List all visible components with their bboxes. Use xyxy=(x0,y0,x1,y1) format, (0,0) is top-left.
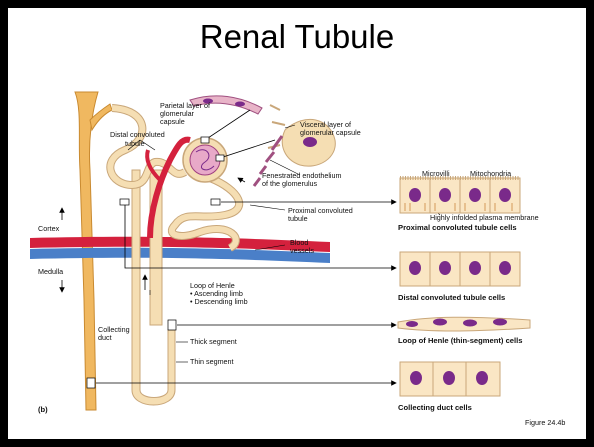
panel-letter: (b) xyxy=(38,405,48,414)
label-proximal-2: tubule xyxy=(288,214,308,223)
nucleus xyxy=(499,188,511,202)
nucleus xyxy=(409,261,421,275)
figure-reference: Figure 24.4b xyxy=(525,418,565,427)
proximal-cells-panel xyxy=(400,178,520,213)
nucleus xyxy=(493,319,507,326)
sample-box-collecting xyxy=(87,378,95,388)
nucleus xyxy=(409,188,421,202)
nucleus xyxy=(410,371,422,385)
label-collecting-2: duct xyxy=(98,333,112,342)
connector-line xyxy=(205,110,250,140)
nucleus xyxy=(469,261,481,275)
caption-proximal: Proximal convoluted tubule cells xyxy=(398,223,517,232)
nucleus xyxy=(463,320,477,327)
loop-cells-panel xyxy=(398,317,530,331)
vein xyxy=(30,248,330,263)
sample-box-proximal xyxy=(211,199,220,205)
distal-cells-panel xyxy=(400,252,520,286)
nucleus xyxy=(469,188,481,202)
nucleus xyxy=(433,319,447,326)
flow-arrow xyxy=(238,178,245,182)
caption-collecting: Collecting duct cells xyxy=(398,403,472,412)
collecting-cells-panel xyxy=(400,362,500,396)
label-thin: Thin segment xyxy=(190,357,234,366)
connector-line xyxy=(220,140,275,158)
glomerulus xyxy=(190,145,220,175)
label-microvilli: Microvilli xyxy=(422,169,450,178)
label-fenestrated-2: of the glomerulus xyxy=(262,179,318,188)
label-distal-1: Distal convoluted xyxy=(110,130,165,139)
label-blood-2: vessels xyxy=(290,246,314,255)
label-mitochondria: Mitochondria xyxy=(470,169,511,178)
label-infolded: Highly infolded plasma membrane xyxy=(430,213,539,222)
label-visceral-2: glomerular capsule xyxy=(300,128,361,137)
label-descending: • Descending limb xyxy=(190,297,248,306)
nucleus xyxy=(439,188,451,202)
nucleus xyxy=(303,137,317,147)
sample-box xyxy=(216,155,224,161)
label-medulla: Medulla xyxy=(38,267,63,276)
sample-box-loop xyxy=(168,320,176,330)
label-thick: Thick segment xyxy=(190,337,237,346)
label-parietal-3: capsule xyxy=(160,117,185,126)
caption-loop: Loop of Henle (thin-segment) cells xyxy=(398,336,522,345)
nucleus xyxy=(439,261,451,275)
nucleus xyxy=(499,261,511,275)
label-cortex: Cortex xyxy=(38,224,60,233)
nucleus xyxy=(443,371,455,385)
sample-box-distal xyxy=(120,199,129,205)
label-distal-2: tubule xyxy=(125,139,145,148)
nucleus xyxy=(406,321,418,327)
sample-box xyxy=(201,137,209,143)
nucleus xyxy=(235,102,245,107)
nucleus xyxy=(476,371,488,385)
caption-distal: Distal convoluted tubule cells xyxy=(398,293,505,302)
